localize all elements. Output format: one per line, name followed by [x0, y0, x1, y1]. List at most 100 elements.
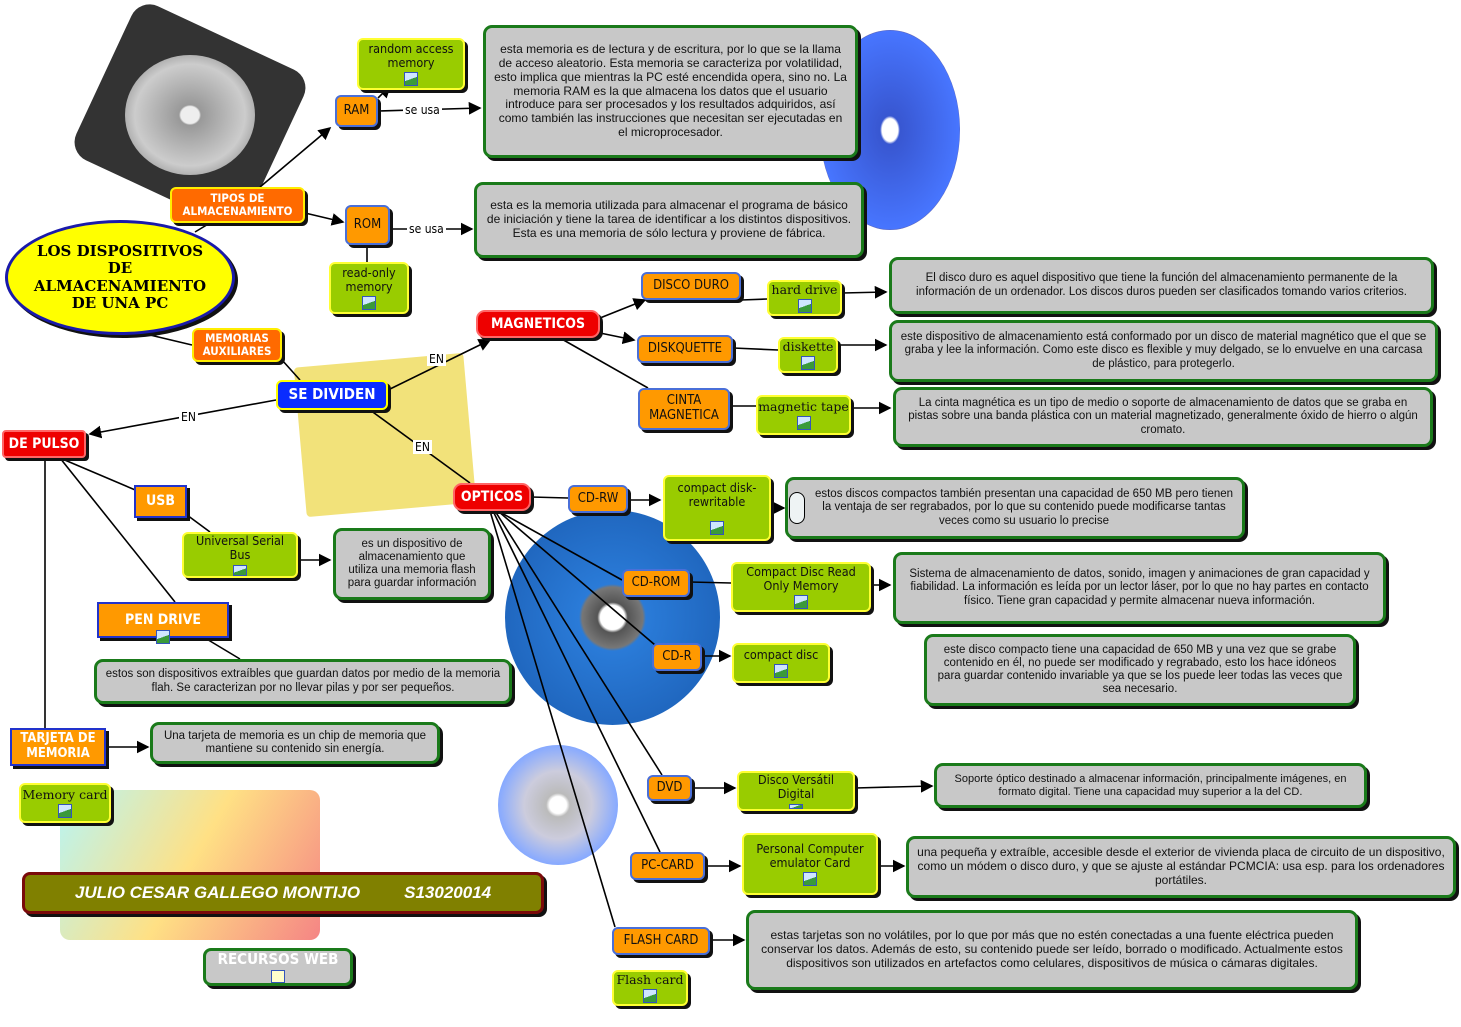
node-label: PEN DRIVE	[125, 611, 201, 628]
image-icon[interactable]	[789, 803, 803, 809]
desc-text: estos discos compactos también presentan…	[814, 488, 1234, 527]
node-label: ROM	[353, 216, 382, 232]
tarjeta-de-memoria-node[interactable]: TARJETA DE MEMORIA	[10, 728, 106, 766]
usb-node[interactable]: USB	[134, 485, 187, 518]
desc-text: esta memoria es de lectura y de escritur…	[494, 42, 847, 139]
dvd-description: Soporte óptico destinado a almacenar inf…	[934, 763, 1367, 808]
ram-description: esta memoria es de lectura y de escritur…	[483, 25, 858, 158]
recursos-web-button[interactable]: RECURSOS WEB	[203, 948, 353, 986]
node-label: read-only memory	[342, 264, 396, 294]
image-icon[interactable]	[362, 296, 376, 311]
tipos-almacenamiento-node[interactable]: TIPOS DE ALMACENAMIENTO	[170, 187, 305, 223]
hard-drive-node[interactable]: hard drive	[767, 280, 842, 316]
link-label-en-magneticos: EN	[427, 352, 446, 366]
image-icon[interactable]	[404, 72, 418, 87]
image-icon[interactable]	[774, 664, 788, 679]
magneticos-node[interactable]: MAGNETICOS	[476, 310, 600, 338]
node-label: OPTICOS	[460, 488, 524, 505]
root-concept-ellipse[interactable]: LOS DISPOSITIVOS DE ALMACENAMIENTO DE UN…	[5, 220, 235, 335]
author-name: JULIO CESAR GALLEGO MONTIJO	[74, 883, 361, 903]
desc-text: El disco duro es aquel dispositivo que t…	[916, 272, 1407, 298]
memory-card-node[interactable]: Memory card	[19, 783, 111, 823]
link-label-se-usa-rom: se usa	[407, 222, 446, 236]
compact-disc-read-only-memory-node[interactable]: Compact Disc Read Only Memory	[731, 562, 871, 612]
flash-card-description: estas tarjetas son no volátiles, por lo …	[746, 910, 1358, 990]
ram-node[interactable]: RAM	[335, 95, 378, 127]
cd-rom-node[interactable]: CD-ROM	[622, 569, 690, 597]
image-icon[interactable]	[796, 416, 811, 431]
desc-text: Sistema de almacenamiento de datos, soni…	[909, 568, 1370, 607]
document-icon[interactable]	[271, 970, 285, 983]
usb-description: es un dispositivo de almacenamiento que …	[333, 528, 491, 600]
node-label: TIPOS DE ALMACENAMIENTO	[182, 190, 293, 218]
desc-text: La cinta magnética es un tipo de medio o…	[908, 397, 1418, 436]
node-label: USB	[146, 493, 175, 510]
cd-r-node[interactable]: CD-R	[652, 643, 702, 671]
image-icon[interactable]	[58, 804, 72, 819]
node-label: DE PULSO	[8, 435, 80, 452]
node-label: DISKQUETTE	[647, 340, 723, 356]
cinta-magnetica-node[interactable]: CINTA MAGNETICA	[638, 388, 730, 430]
image-icon[interactable]	[797, 299, 812, 314]
memorias-auxiliares-node[interactable]: MEMORIAS AUXILIARES	[192, 328, 282, 362]
de-pulso-node[interactable]: DE PULSO	[2, 430, 86, 458]
diskette-node[interactable]: diskette	[778, 337, 838, 373]
disco-versatil-digital-node[interactable]: Disco Versátil Digital	[737, 771, 855, 811]
node-label: DISCO DURO	[653, 277, 729, 293]
node-label: CINTA MAGNETICA	[649, 393, 719, 423]
desc-text: esta es la memoria utilizada para almace…	[486, 198, 852, 240]
node-label: MAGNETICOS	[490, 315, 586, 332]
node-label: CD-R	[662, 648, 692, 664]
node-label: Memory card	[22, 786, 108, 802]
compact-disk-rewritable-node[interactable]: compact disk-rewritable	[663, 475, 771, 541]
link-label-se-usa-ram: se usa	[403, 103, 442, 117]
node-label: DVD	[656, 779, 683, 795]
image-icon[interactable]	[801, 356, 815, 371]
pen-drive-description: estos son dispositivos extraíbles que gu…	[94, 659, 512, 704]
flash-card-node[interactable]: FLASH CARD	[612, 927, 710, 955]
node-label: diskette	[782, 338, 834, 354]
image-icon[interactable]	[803, 872, 817, 887]
opticos-node[interactable]: OPTICOS	[453, 483, 531, 511]
personal-computer-emulator-card-node[interactable]: Personal Computer emulator Card	[742, 833, 878, 895]
disco-duro-node[interactable]: DISCO DURO	[641, 272, 741, 300]
compact-disc-node[interactable]: compact disc	[732, 643, 830, 683]
node-label: FLASH CARD	[623, 932, 699, 948]
universal-serial-bus-node[interactable]: Universal Serial Bus	[182, 532, 298, 578]
se-dividen-node[interactable]: SE DIVIDEN	[276, 380, 388, 410]
node-label: compact disk-rewritable	[677, 479, 757, 509]
root-title: LOS DISPOSITIVOS DE ALMACENAMIENTO DE UN…	[33, 242, 207, 312]
cd-rom-description: Sistema de almacenamiento de datos, soni…	[893, 552, 1386, 624]
node-label: PC-CARD	[641, 857, 694, 873]
image-icon[interactable]	[233, 564, 247, 576]
random-access-memory-node[interactable]: random access memory	[357, 38, 465, 90]
bluray-disc-image	[505, 510, 720, 725]
magnetic-tape-node[interactable]: magnetic tape	[756, 395, 851, 435]
node-label: RECURSOS WEB	[217, 950, 339, 968]
node-label: CD-RW	[577, 490, 619, 506]
node-label: SE DIVIDEN	[288, 385, 376, 404]
image-icon[interactable]	[710, 521, 724, 536]
pen-drive-node[interactable]: PEN DRIVE	[97, 602, 229, 644]
node-label: TARJETA DE MEMORIA	[20, 731, 96, 761]
dvd-node[interactable]: DVD	[647, 775, 692, 801]
node-label: Compact Disc Read Only Memory	[746, 563, 856, 593]
image-icon[interactable]	[156, 630, 170, 644]
cd-r-description: este disco compacto tiene una capacidad …	[924, 634, 1356, 706]
empty-shape	[789, 492, 805, 524]
tarjeta-de-memoria-description: Una tarjeta de memoria es un chip de mem…	[150, 722, 440, 764]
diskquette-node[interactable]: DISKQUETTE	[637, 335, 733, 363]
desc-text: estos son dispositivos extraíbles que gu…	[105, 668, 501, 694]
cd-rw-node[interactable]: CD-RW	[568, 485, 628, 513]
link-label-en-opticos: EN	[413, 440, 432, 454]
image-icon[interactable]	[794, 595, 808, 610]
flash-card-image-node[interactable]: Flash card	[612, 970, 688, 1006]
desc-text: Soporte óptico destinado a almacenar inf…	[954, 772, 1347, 798]
read-only-memory-node[interactable]: read-only memory	[329, 262, 409, 314]
rom-node[interactable]: ROM	[345, 205, 390, 245]
node-label: random access memory	[368, 40, 454, 70]
desc-text: es un dispositivo de almacenamiento que …	[347, 537, 477, 590]
pc-card-node[interactable]: PC-CARD	[630, 852, 705, 880]
image-icon[interactable]	[643, 989, 657, 1004]
desc-text: este dispositivo de almacenamiento está …	[900, 331, 1427, 370]
